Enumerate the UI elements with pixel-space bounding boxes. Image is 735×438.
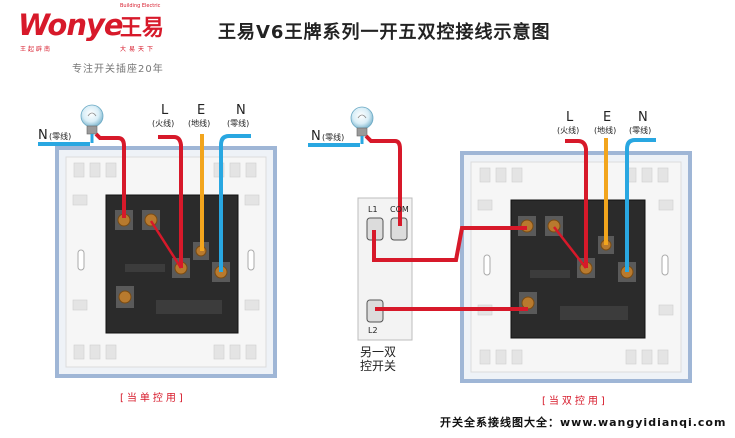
logo-subtitle-left: 王起辟南 (20, 46, 53, 53)
left-lamp (80, 104, 104, 135)
left-lamp-label: N (38, 128, 48, 143)
right-label-e: E (603, 110, 611, 125)
right-label-n: N (638, 110, 648, 125)
right-lamp-label: N (311, 129, 321, 144)
slogan: 专注开关插座20年 (72, 64, 164, 75)
left-label-n: N (236, 103, 246, 118)
left-label-l-sub: (火线) (152, 118, 174, 128)
traveler-wire-l1 (372, 226, 527, 262)
left-terminal-l2 (142, 210, 160, 230)
left-label-e: E (197, 103, 205, 118)
right-label-n-sub: (零线) (629, 125, 651, 135)
remote-label-l1: L1 (368, 205, 378, 214)
lamp-to-com-wire (364, 134, 402, 226)
right-label-l-sub: (火线) (557, 125, 579, 135)
right-lamp-label-sub: (零线) (322, 132, 344, 142)
left-socket-panel (55, 146, 277, 378)
right-label-l: L (566, 110, 574, 125)
logo-brand-cn: 王易 (120, 16, 165, 41)
footer-link-text: 开关全系接线图大全：www.wangyidianqi.com (440, 416, 727, 429)
right-terminal-l2 (545, 216, 563, 236)
remote-label-com: COM (390, 205, 409, 214)
right-lamp (350, 106, 374, 137)
logo-subtitle-right: 大易天下 (120, 46, 157, 53)
left-lamp-label-sub: (零线) (49, 131, 71, 141)
left-label-l: L (161, 103, 169, 118)
left-terminal-bottom (116, 286, 134, 308)
left-bulb-icon (80, 104, 104, 128)
left-wire-live (158, 135, 183, 268)
left-panel-caption: [当单控用] (120, 393, 186, 404)
right-label-e-sub: (地线) (594, 125, 616, 135)
right-panel-caption: [当双控用] (542, 396, 608, 407)
page-title: 王易V6王牌系列一开五双控接线示意图 (218, 22, 551, 43)
logo-brand-text: Wonye (18, 8, 124, 42)
right-wire-neutral (625, 138, 656, 272)
left-wire-neutral (219, 134, 251, 272)
left-terminal-l1 (115, 210, 133, 230)
logo-brand: Wonye (18, 8, 124, 42)
right-socket-panel (460, 151, 692, 383)
left-label-n-sub: (零线) (227, 118, 249, 128)
logo-subtitle-en: Building Electric (120, 3, 161, 9)
remote-label-l2: L2 (368, 326, 378, 335)
remote-switch-caption: 另一双控开关 (360, 345, 397, 373)
right-bulb-icon (350, 106, 374, 130)
remote-switch (357, 197, 413, 341)
left-lamp-wire-live (94, 132, 126, 218)
left-label-e-sub: (地线) (188, 118, 210, 128)
right-wire-live (565, 139, 588, 268)
